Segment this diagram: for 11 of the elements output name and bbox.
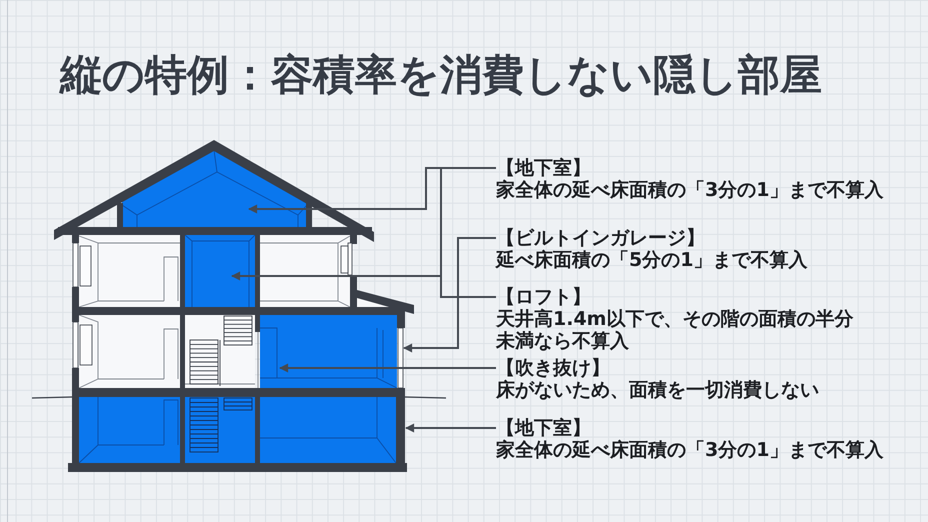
label-text: 家全体の延べ床面積の「3分の1」まで不算入 xyxy=(496,439,884,461)
label-text: 床がないため、面積を一切消費しない xyxy=(496,379,819,401)
label-text: 天井高1.4m以下で、その階の面積の半分未満なら不算入 xyxy=(496,308,854,352)
label-heading: 【ロフト】 xyxy=(496,286,591,308)
label-heading: 【吹き抜け】 xyxy=(496,357,610,379)
title: 縦の特例：容積率を消費しない隠し部屋 xyxy=(60,49,822,101)
label-heading: 【地下室】 xyxy=(496,157,591,179)
label-heading: 【地下室】 xyxy=(496,417,591,439)
label-text: 延べ床面積の「5分の1」まで不算入 xyxy=(496,249,808,271)
label-heading: 【ビルトインガレージ】 xyxy=(496,227,705,249)
label-text: 家全体の延べ床面積の「3分の1」まで不算入 xyxy=(496,179,884,201)
